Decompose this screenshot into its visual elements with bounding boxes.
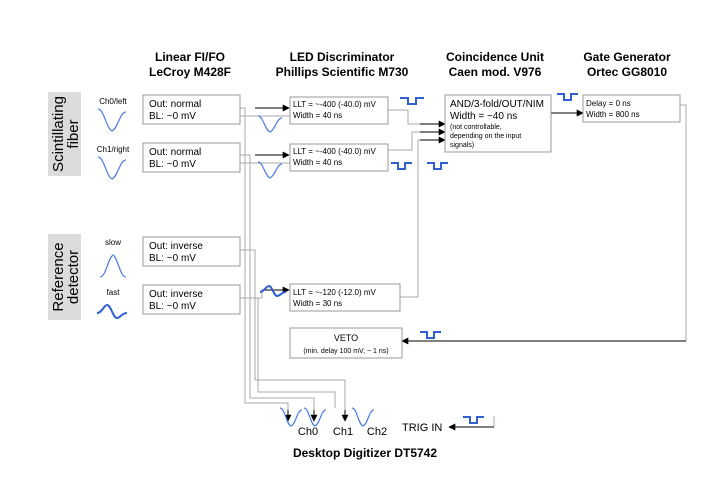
digitizer-pulse-2-icon [351, 407, 375, 427]
svg-text:Out: inverse: Out: inverse [149, 289, 203, 300]
ch1-pulse-icon [97, 156, 127, 180]
fifo-out-pulse-2-icon [257, 161, 283, 179]
fiber-tag-line2: fiber [65, 119, 82, 148]
svg-text:Width = 30 ns: Width = 30 ns [293, 299, 342, 308]
fifo-box-2: Out: normal BL: ~0 mV [142, 142, 241, 173]
disc-box-3: LLT = ~-120 (-12.0) mV Width = 30 ns [289, 283, 401, 312]
slow-label: slow [105, 238, 121, 247]
logic-pulses [391, 93, 578, 424]
svg-text:AND/3-fold/OUT/NIM: AND/3-fold/OUT/NIM [450, 99, 544, 110]
svg-text:(not controllable,: (not controllable, [450, 124, 502, 131]
svg-text:Width = 800 ns: Width = 800 ns [586, 110, 640, 119]
svg-text:signals): signals) [450, 142, 474, 149]
disc-header-line2: Phillips Scientific M730 [276, 65, 409, 79]
svg-text:BL: ~0 mV: BL: ~0 mV [149, 253, 196, 264]
svg-text:depending on the input: depending on the input [450, 133, 521, 140]
coinc-header-line1: Coincidence Unit [446, 50, 544, 64]
routing-lines [239, 104, 687, 427]
svg-text:BL: ~0 mV: BL: ~0 mV [149, 111, 196, 122]
ch1-right-label: Ch1/right [97, 145, 130, 154]
fifo-header-line1: Linear FI/FO [155, 50, 225, 64]
logic-pulse-icon [557, 93, 578, 101]
svg-text:(min. delay 100 mV, ~ 1 ns): (min. delay 100 mV, ~ 1 ns) [303, 348, 388, 355]
svg-text:Width = 40 ns: Width = 40 ns [293, 158, 342, 167]
svg-text:Delay = 0 ns: Delay = 0 ns [586, 99, 631, 108]
fiber-tag-line1: Scintillating [50, 96, 67, 172]
reference-tag-line1: Reference [50, 242, 67, 311]
digitizer-pulse-0-icon [279, 407, 303, 427]
fiber-tag: Scintillating fiber [48, 92, 82, 176]
fifo-box-4: Out: inverse BL: ~0 mV [142, 284, 241, 315]
gate-header-line1: Gate Generator [583, 50, 671, 64]
digitizer-title: Desktop Digitizer DT5742 [293, 446, 437, 460]
disc-box-1: LLT = ~-400 (-40.0) mV Width = 40 ns [289, 96, 389, 125]
fifo-header-line2: LeCroy M428F [149, 65, 231, 79]
slow-pulse-icon [99, 254, 127, 278]
arrows [255, 104, 686, 431]
disc-box-2: LLT = ~-400 (-40.0) mV Width = 40 ns [289, 143, 389, 172]
fifo-out-pulse-fast-icon [259, 284, 287, 298]
ch0-left-label: Ch0/left [99, 97, 127, 106]
svg-text:Out: inverse: Out: inverse [149, 241, 203, 252]
digitizer-ch1: Ch1 [333, 426, 353, 438]
logic-pulse-icon [391, 162, 412, 170]
svg-text:Out: normal: Out: normal [149, 147, 201, 158]
ch0-pulse-icon [97, 108, 127, 132]
fast-label: fast [107, 288, 121, 297]
coinc-header-line2: Caen mod. V976 [449, 65, 542, 79]
veto-box: VETO (min. delay 100 mV, ~ 1 ns) [289, 327, 403, 359]
logic-pulse-icon [427, 162, 448, 170]
digitizer-ch0: Ch0 [298, 426, 318, 438]
gate-header-line2: Ortec GG8010 [587, 65, 667, 79]
logic-pulse-icon [400, 97, 424, 105]
svg-text:LLT = ~-120 (-12.0) mV: LLT = ~-120 (-12.0) mV [293, 288, 377, 297]
digitizer-trig-in: TRIG IN [402, 422, 442, 434]
gate-box: Delay = 0 ns Width = 800 ns [582, 94, 681, 123]
coinc-box: AND/3-fold/OUT/NIM Width = ~40 ns (not c… [444, 94, 552, 153]
reference-tag: Reference detector [48, 234, 82, 320]
svg-text:Width = 40 ns: Width = 40 ns [293, 111, 342, 120]
svg-text:VETO: VETO [334, 333, 358, 343]
fifo-out-pulse-1-icon [257, 115, 283, 133]
svg-text:BL: ~0 mV: BL: ~0 mV [149, 159, 196, 170]
fifo-box-1: Out: normal BL: ~0 mV [142, 94, 241, 125]
digitizer-pulse-1-icon [303, 407, 327, 427]
svg-text:BL: ~0 mV: BL: ~0 mV [149, 301, 196, 312]
svg-text:Out: normal: Out: normal [149, 99, 201, 110]
reference-tag-line2: detector [65, 250, 82, 304]
digitizer-ch2: Ch2 [367, 426, 387, 438]
fast-pulse-icon [96, 303, 128, 320]
svg-text:LLT = ~-400 (-40.0) mV: LLT = ~-400 (-40.0) mV [293, 147, 377, 156]
svg-text:Width = ~40 ns: Width = ~40 ns [450, 111, 517, 122]
disc-header-line1: LED Discriminator [290, 50, 395, 64]
fifo-box-3: Out: inverse BL: ~0 mV [142, 236, 241, 267]
logic-pulse-icon [463, 416, 484, 424]
logic-pulse-icon [420, 331, 441, 339]
svg-text:LLT = ~-400 (-40.0) mV: LLT = ~-400 (-40.0) mV [293, 100, 377, 109]
